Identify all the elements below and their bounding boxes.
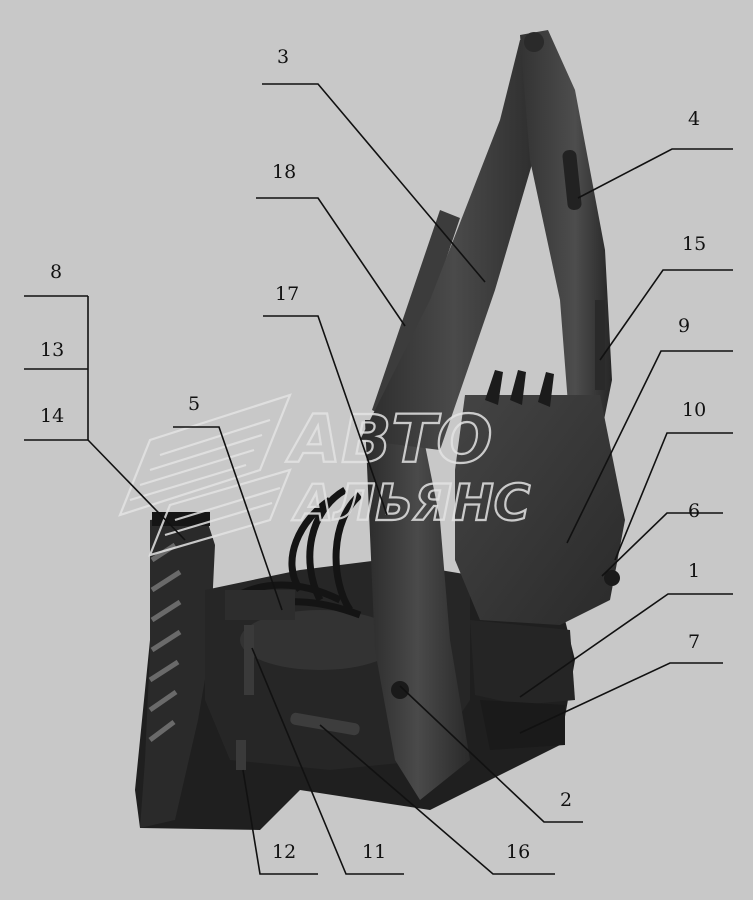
callout-5: 5 — [188, 393, 200, 415]
callout-16: 16 — [506, 841, 530, 863]
callout-3: 3 — [277, 46, 289, 68]
leader-12 — [242, 769, 318, 875]
dipper-stick — [520, 30, 612, 440]
support-foot — [480, 700, 565, 750]
watermark-logo — [118, 393, 292, 557]
support-block — [470, 620, 575, 705]
pivot-pin-lower — [391, 681, 409, 699]
leader-4 — [577, 148, 733, 199]
leader-10 — [614, 432, 733, 561]
callout-4: 4 — [688, 108, 700, 130]
callout-7: 7 — [688, 631, 700, 653]
callout-11: 11 — [362, 841, 386, 863]
stick-slot — [562, 150, 582, 210]
control-valve — [225, 590, 295, 620]
callout-9: 9 — [678, 315, 690, 337]
callout-15: 15 — [682, 233, 706, 255]
callout-14: 14 — [40, 405, 64, 427]
leader-1 — [519, 593, 733, 698]
lever-rod — [244, 625, 254, 695]
leader-6 — [601, 512, 723, 577]
leader-15 — [599, 269, 733, 361]
callout-6: 6 — [688, 500, 700, 522]
leader-9 — [566, 350, 733, 544]
watermark: АВТО АЛЬЯНС — [118, 393, 532, 557]
leader-lines — [24, 83, 733, 875]
outrigger-plate — [140, 514, 215, 828]
callout-labels: 3 18 17 4 15 9 10 6 1 7 8 13 14 5 2 12 1… — [40, 46, 706, 863]
leader-5 — [173, 426, 283, 611]
callout-1: 1 — [688, 560, 700, 582]
callout-18: 18 — [272, 161, 296, 183]
bucket — [455, 395, 625, 625]
boom-cylinder — [372, 210, 460, 420]
lock-cylinder — [290, 712, 360, 736]
leader-16 — [319, 724, 555, 875]
backhoe-illustration — [135, 30, 625, 830]
leader-2 — [399, 685, 583, 823]
watermark-line1: АВТО — [285, 401, 493, 478]
callout-13: 13 — [40, 339, 64, 361]
boom-tower — [365, 420, 470, 800]
watermark-line2: АЛЬЯНС — [291, 474, 531, 532]
boom-top-pin — [524, 32, 544, 52]
bucket-teeth — [485, 370, 554, 407]
hazard-stripes — [148, 542, 182, 742]
leader-3 — [262, 83, 486, 283]
swing-disc — [240, 610, 400, 670]
leader-17 — [263, 315, 388, 516]
callout-12: 12 — [272, 841, 296, 863]
callout-8: 8 — [50, 261, 62, 283]
bucket-pin — [604, 570, 620, 586]
valve-rod — [236, 740, 246, 770]
callout-17: 17 — [275, 283, 299, 305]
leader-7 — [519, 662, 723, 734]
callout-2: 2 — [560, 789, 572, 811]
leader-14-diag — [87, 439, 186, 541]
boom-arm — [360, 38, 548, 450]
leader-11 — [251, 647, 404, 875]
leader-18 — [256, 197, 406, 327]
bucket-cylinder — [595, 300, 605, 390]
callout-10: 10 — [682, 399, 706, 421]
